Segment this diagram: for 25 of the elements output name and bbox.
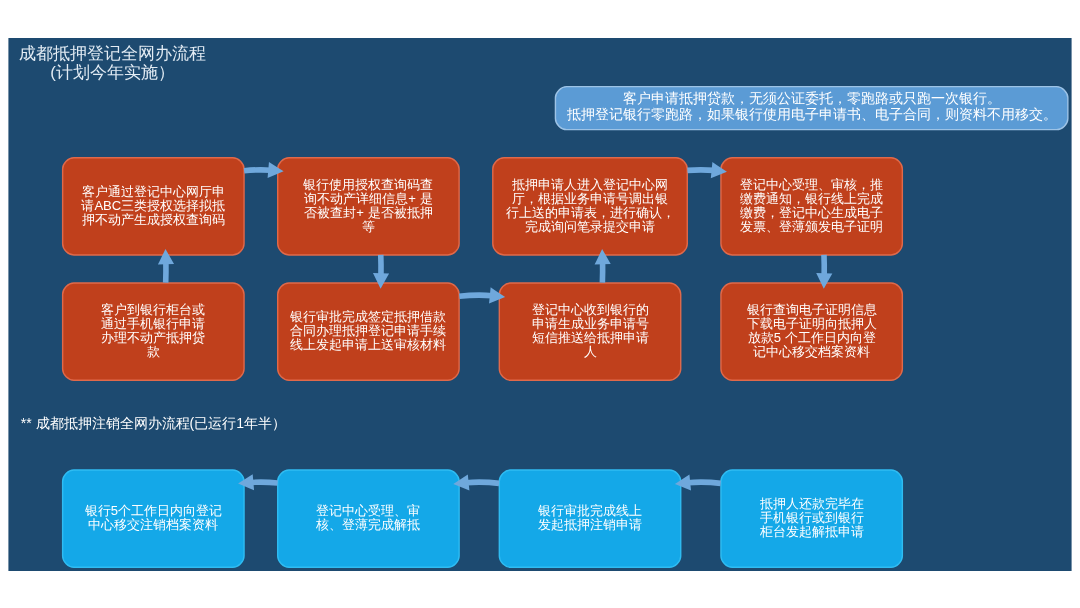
node-box: 银行使用授权查询码查询不动产详细信息+ 是否被查封+ 是否被抵押等 [277,156,460,256]
node-box: 客户通过登记中心网厅申请ABC三类授权选择拟抵押不动产生成授权查询码 [61,156,245,256]
node-box: 客户申请抵押贷款，无须公证委托，零跑路或只跑一次银行。 抵押登记银行零跑路，如果银行使用电子申请书、电子合同，则资料不用移交。 [554,85,1069,130]
node-box: 登记中心收到银行的申请生成业务申请号短信推送给抵押申请人 [498,281,682,381]
node-box: 银行查询电子证明信息下载电子证明向抵押人放款5 个工作日内向登记中心移交档案资料 [720,281,904,381]
arrow [687,161,727,178]
node-box: 银行审批完成签定抵押借款合同办理抵押登记申请手续线上发起申请上送审核材料 [277,281,460,381]
node-box: 银行审批完成线上发起抵押注销申请 [498,468,682,568]
arrow [459,286,506,303]
node-box: 客户到银行柜台或通过手机银行申请办理不动产抵押贷款 [61,281,245,381]
arrow [594,248,611,283]
node-box: 登记中心受理、审核，推缴费通知，银行线上完成缴费，登记中心生成电子发票、登薄颁发电子证明 [720,156,904,256]
arrow [243,161,284,178]
diagram-title: 成都抵押登记全网办流程(计划今年实施） [19,43,207,82]
node-box: 抵押人还款完毕在手机银行或到银行柜台发起解抵申请 [720,468,904,568]
arrow [674,473,722,490]
arrow [157,248,175,283]
node-box: 银行5个工作日内向登记中心移交注销档案资料 [61,468,245,568]
arrow [238,473,278,490]
label: ** 成都抵押注销全网办流程(已运行1年半） [20,414,286,431]
arrow [372,254,390,289]
arrow [816,254,833,289]
node-box: 登记中心受理、审核、登薄完成解抵 [277,468,460,568]
node-box: 抵押申请人进入登记中心网厅，根据业务申请号调出银行上送的申请表，进行确认，完成询问笔录提交申请 [492,156,688,256]
arrow [453,473,500,490]
